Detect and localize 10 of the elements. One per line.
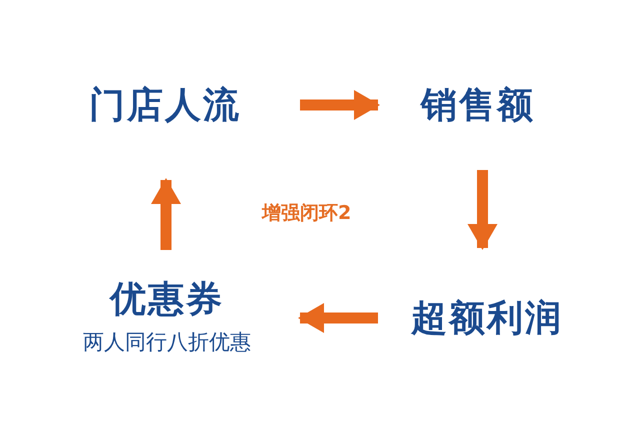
arrow — [298, 303, 378, 333]
arrow — [151, 178, 181, 250]
node-title: 门店人流 — [89, 84, 241, 128]
loop-label: 增强闭环2 — [262, 201, 352, 226]
node-title: 优惠券 — [110, 278, 224, 322]
node-subtitle: 两人同行八折优惠 — [83, 328, 251, 356]
node-title: 销售额 — [421, 84, 535, 128]
arrow — [300, 90, 380, 120]
arrow — [468, 170, 498, 250]
node-title: 超额利润 — [411, 296, 563, 340]
